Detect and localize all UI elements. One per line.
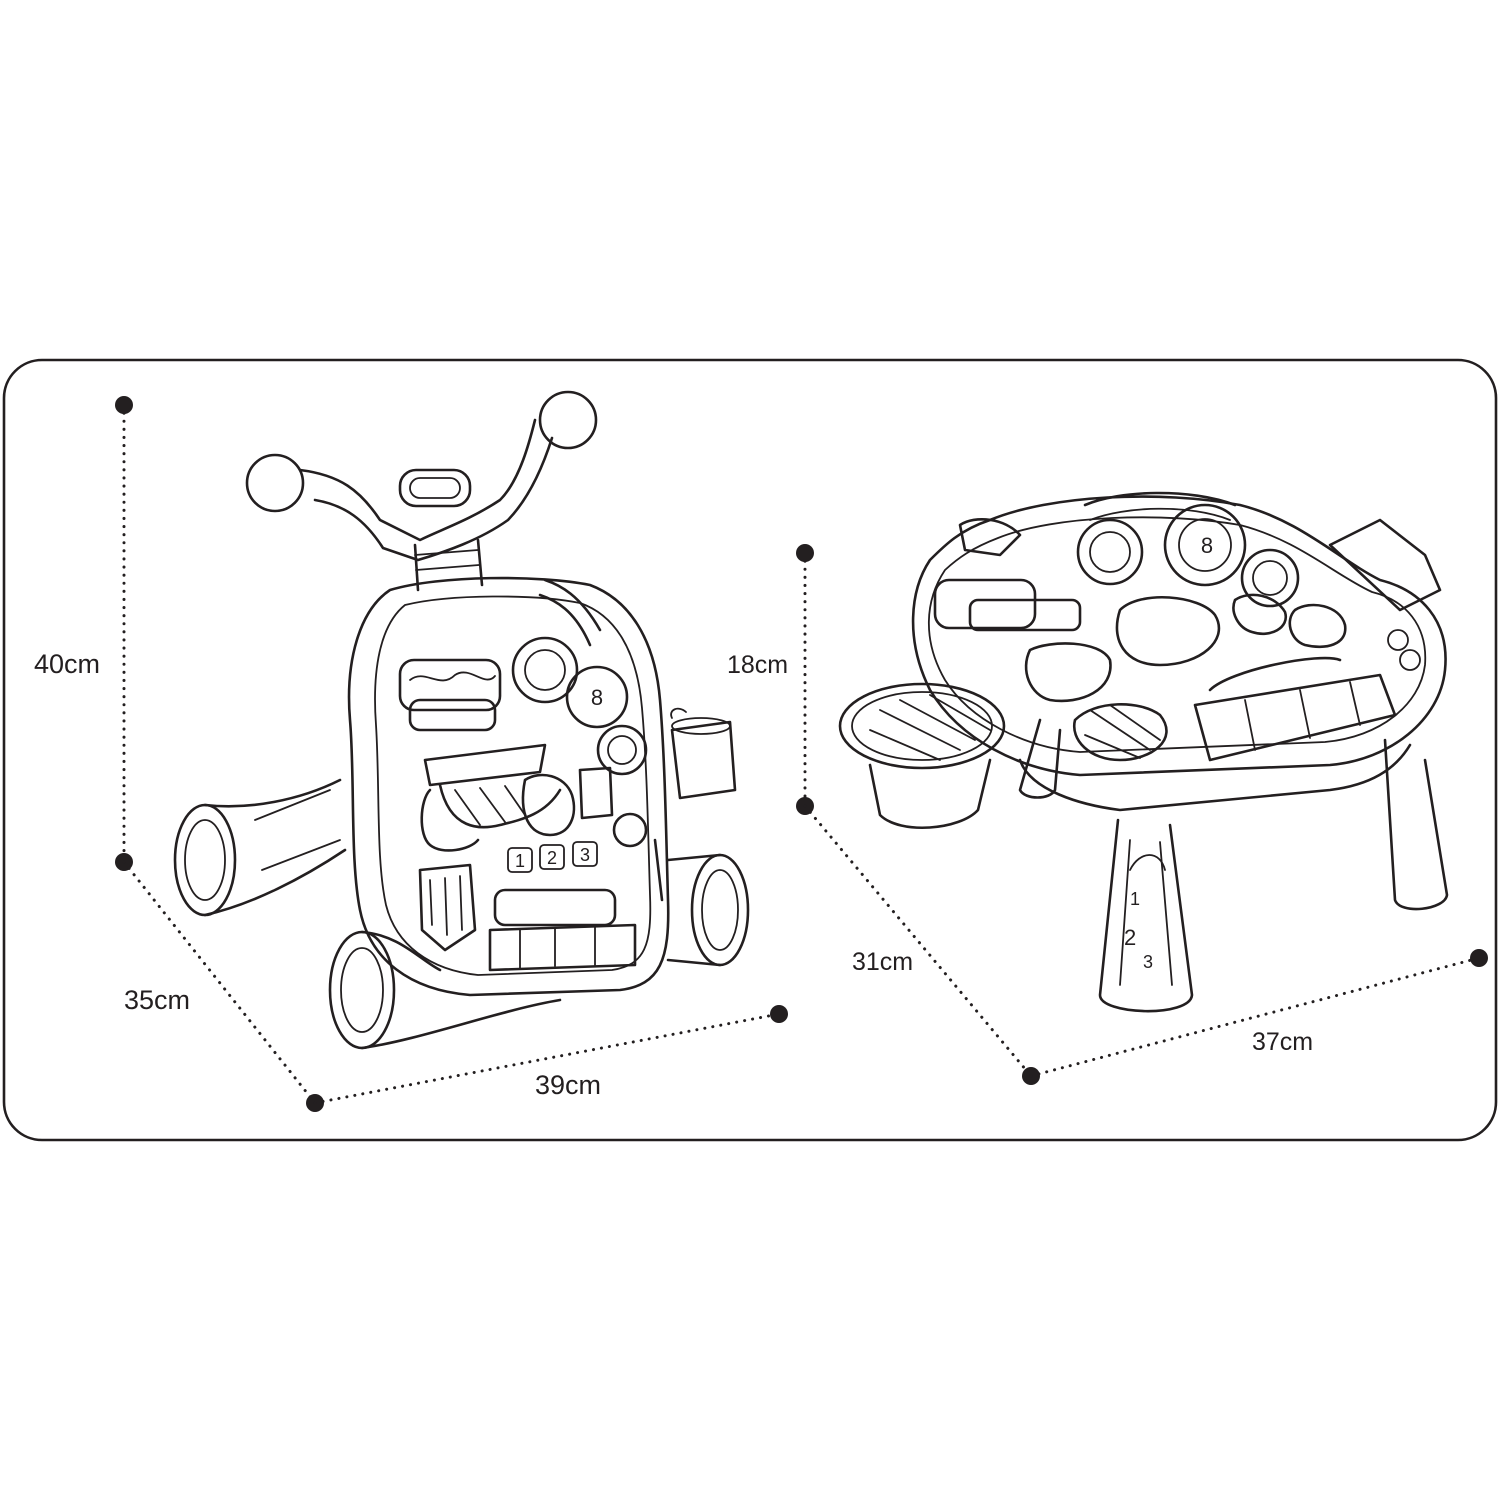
table-depth-label: 31cm bbox=[852, 948, 913, 976]
table-dial-number: 8 bbox=[1201, 533, 1213, 558]
walker-button-number-3: 3 bbox=[580, 845, 590, 865]
table-height-label: 18cm bbox=[727, 651, 788, 679]
walker-illustration: 1 2 3 8 bbox=[173, 390, 750, 1050]
table-width-dimension bbox=[1029, 949, 1488, 1078]
walker-height-label: 40cm bbox=[34, 649, 100, 679]
table-illustration: 8 1 2 3 bbox=[838, 491, 1449, 1013]
table-height-dimension bbox=[796, 544, 814, 815]
table-width-label: 37cm bbox=[1252, 1028, 1313, 1056]
walker-width-dimension bbox=[313, 1005, 788, 1105]
walker-button-number-2: 2 bbox=[547, 848, 557, 868]
walker-depth-label: 35cm bbox=[124, 985, 190, 1015]
walker-button-number-1: 1 bbox=[515, 851, 525, 871]
walker-dial-number: 8 bbox=[591, 685, 603, 710]
table-leg-number-1: 1 bbox=[1130, 889, 1140, 909]
walker-width-label: 39cm bbox=[535, 1070, 601, 1100]
table-depth-dimension bbox=[803, 804, 1040, 1085]
diagram-frame bbox=[2, 358, 1498, 1142]
table-leg-number-3: 3 bbox=[1143, 952, 1153, 972]
walker-height-dimension bbox=[115, 396, 133, 871]
table-leg-number-2: 2 bbox=[1124, 925, 1136, 950]
